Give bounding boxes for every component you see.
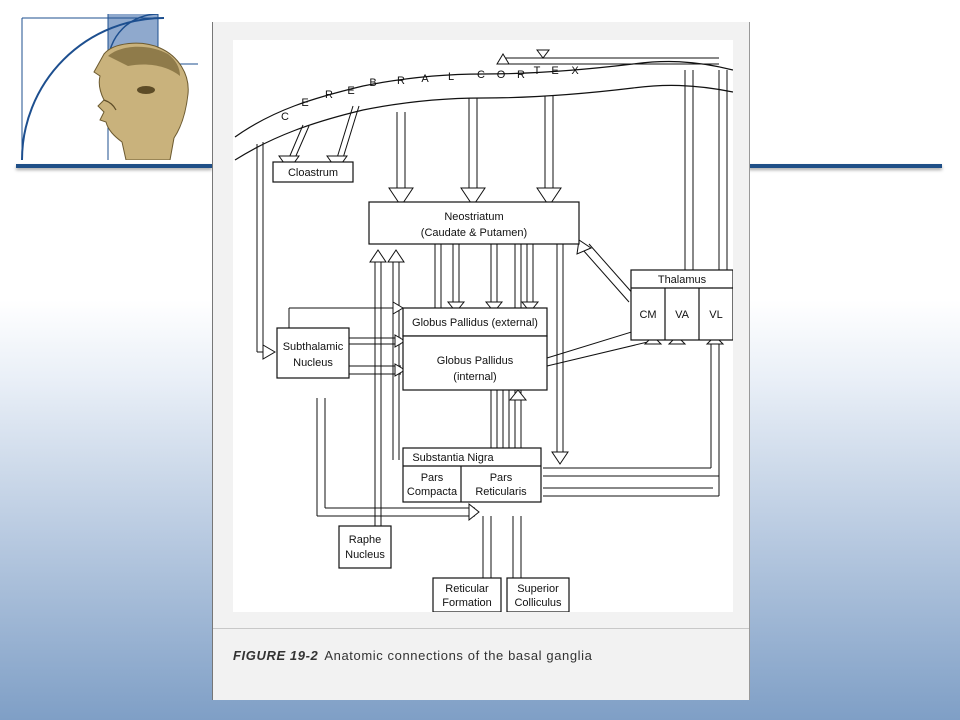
thalamus-vl-label: VL [709, 309, 722, 321]
cortex-letter: C [281, 111, 289, 123]
neostriatum-label: Neostriatum [444, 211, 503, 223]
reticular-formation-sublabel: Formation [442, 597, 492, 609]
thalamus-label: Thalamus [658, 274, 707, 286]
raphe-nucleus-label: Raphe [349, 534, 381, 546]
thalamus-box [630, 269, 733, 341]
header-rule-left [16, 164, 212, 168]
cerebral-cortex-band [234, 60, 733, 161]
cortex-letter: R [325, 89, 333, 101]
cortex-letter: E [347, 85, 354, 97]
pars-reticularis-label: Pars [490, 472, 513, 484]
globus-pallidus-internal-box [402, 335, 548, 391]
substantia-nigra-label: Substantia Nigra [412, 452, 494, 464]
figure-panel: C E R E B R A L C O R T E X [212, 22, 750, 700]
cortex-letter: E [551, 65, 558, 77]
pars-compacta-label: Pars [421, 472, 444, 484]
superior-colliculus-sublabel: Colliculus [514, 597, 562, 609]
cortex-letter: C [477, 69, 485, 81]
subthalamic-sublabel: Nucleus [293, 357, 333, 369]
cortex-letter: L [448, 71, 454, 83]
thalamus-va-label: VA [675, 309, 690, 321]
reticular-formation-box [432, 577, 502, 612]
pars-reticularis-sublabel: Reticularis [475, 486, 527, 498]
cortex-letter: E [301, 97, 308, 109]
claustrum-box [272, 161, 354, 183]
subthalamic-nucleus-box [276, 327, 350, 379]
figure-number: FIGURE 19-2 [233, 648, 319, 663]
raphe-nucleus-box [338, 525, 392, 569]
figure-caption-text: Anatomic connections of the basal gangli… [324, 648, 593, 663]
thalamus-cm-label: CM [639, 309, 656, 321]
globus-pallidus-internal-sublabel: (internal) [453, 371, 496, 383]
claustrum-label: Cloastrum [288, 167, 338, 179]
cortex-letter: B [369, 77, 376, 89]
cortex-letter: X [571, 65, 579, 77]
globus-pallidus-external-label: Globus Pallidus (external) [412, 317, 538, 329]
raphe-nucleus-sublabel: Nucleus [345, 549, 385, 561]
neostriatum-sublabel: (Caudate & Putamen) [421, 227, 527, 239]
basal-ganglia-diagram: C E R E B R A L C O R T E X [233, 40, 733, 612]
cortex-letter: A [421, 73, 429, 85]
cerebral-cortex-label: C E R E B R A L C O R T E X [281, 65, 579, 123]
globus-pallidus-internal-label: Globus Pallidus [437, 355, 514, 367]
substantia-nigra-box [402, 447, 542, 503]
cortex-letter: R [517, 69, 525, 81]
superior-colliculus-box [506, 577, 570, 612]
figure-caption: FIGURE 19-2 Anatomic connections of the b… [233, 648, 593, 663]
header-rule-right [748, 164, 942, 168]
caption-divider [213, 628, 749, 629]
cortex-letter: T [534, 65, 541, 77]
logo-emblem [18, 13, 198, 161]
neostriatum-box [368, 201, 580, 245]
pars-compacta-sublabel: Compacta [407, 486, 458, 498]
superior-colliculus-label: Superior [517, 583, 559, 595]
reticular-formation-label: Reticular [445, 583, 489, 595]
cortex-letter: R [397, 75, 405, 87]
cortex-letter: O [497, 69, 506, 81]
subthalamic-label: Subthalamic [283, 341, 344, 353]
